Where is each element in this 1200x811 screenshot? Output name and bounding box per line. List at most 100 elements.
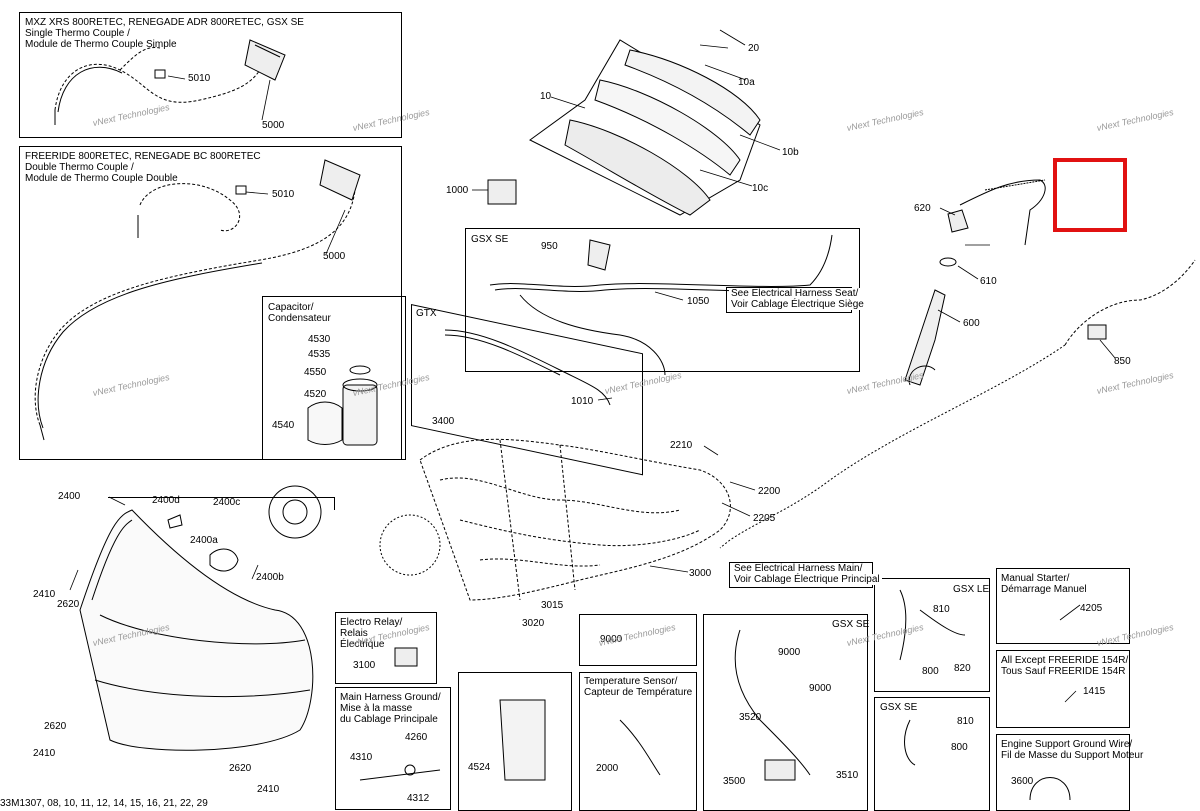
part-4260: 4260: [405, 732, 428, 743]
temp-sensor-title-1: Temperature Sensor/: [584, 676, 678, 687]
part-810: 810: [957, 716, 974, 727]
seat-harness-reference-2: Voir Cablage Électrique Siège: [729, 299, 866, 310]
double-thermocouple-title-1: FREERIDE 800RETEC, RENEGADE BC 800RETEC: [25, 151, 261, 162]
part-800: 800: [951, 742, 968, 753]
part-2620: 2620: [44, 721, 67, 732]
part-10: 10: [540, 91, 552, 102]
part-1000: 1000: [446, 185, 469, 196]
part-2620: 2620: [57, 599, 80, 610]
part-950: 950: [541, 241, 558, 252]
part-2620: 2620: [229, 763, 252, 774]
part-20: 20: [748, 43, 760, 54]
part-2410: 2410: [33, 748, 56, 759]
double-thermocouple-title-3: Module de Thermo Couple Double: [25, 173, 178, 184]
part-5000: 5000: [323, 251, 346, 262]
single-thermocouple-title-2: Single Thermo Couple /: [25, 28, 130, 39]
part-800: 800: [922, 666, 939, 677]
part-4310: 4310: [350, 752, 373, 763]
part-1010: 1010: [571, 396, 594, 407]
part-820: 820: [954, 663, 971, 674]
headlight: [79, 485, 441, 751]
main-ground-title-2: Mise à la masse: [340, 703, 413, 714]
manual-starter-title-2: Démarrage Manuel: [1001, 584, 1087, 595]
part-4520: 4520: [304, 389, 327, 400]
part-3015: 3015: [541, 600, 564, 611]
part-1415: 1415: [1083, 686, 1106, 697]
tether-cord: [904, 179, 1046, 386]
part-2410: 2410: [257, 784, 280, 795]
part-2210: 2210: [670, 440, 693, 451]
engine-support-title-1: Engine Support Ground Wire/: [1001, 739, 1133, 750]
part-10a: 10a: [738, 77, 755, 88]
gsx-le-box: [874, 578, 990, 692]
single-thermocouple-title-3: Module de Thermo Couple Simple: [25, 39, 177, 50]
part-610: 610: [980, 276, 997, 287]
gsx-se-small-title: GSX SE: [880, 702, 918, 713]
single-thermocouple-title-1: MXZ XRS 800RETEC, RENEGADE ADR 800RETEC,…: [25, 17, 304, 28]
electro-relay-title-1: Electro Relay/: [340, 617, 403, 628]
part-3100: 3100: [353, 660, 376, 671]
capacitor-box: [262, 296, 406, 460]
manual-starter-title-1: Manual Starter/: [1001, 573, 1070, 584]
double-thermocouple-box: [19, 146, 402, 460]
part-3520: 3520: [739, 712, 762, 723]
headlight-bracket-frame: [108, 497, 335, 510]
part-2400b: 2400b: [256, 572, 284, 583]
part-5010: 5010: [188, 73, 211, 84]
electro-relay-title-2: Relais: [340, 628, 368, 639]
main-harness: [419, 438, 731, 601]
main-ground-title-3: du Cablage Principale: [340, 714, 438, 725]
all-except-box: [996, 650, 1130, 728]
double-thermocouple-harness: [34, 159, 361, 441]
gsx-le-title: GSX LE: [953, 584, 990, 595]
part-850: 850: [1114, 356, 1131, 367]
part-3400: 3400: [432, 416, 455, 427]
electro-relay-title-3: Électrique: [340, 639, 385, 650]
part-2200: 2200: [758, 486, 781, 497]
highlight-rectangle: [1053, 158, 1127, 232]
seat-harness-reference-1: See Electrical Harness Seat/: [729, 288, 861, 299]
part-2400c: 2400c: [213, 497, 241, 508]
main-ground-title-1: Main Harness Ground/: [340, 692, 441, 703]
electro-relay-box: [335, 612, 437, 684]
part-2400d: 2400d: [152, 495, 180, 506]
part-3600: 3600: [1011, 776, 1034, 787]
part-3000: 3000: [689, 568, 712, 579]
part-620: 620: [914, 203, 931, 214]
part-5000: 5000: [262, 120, 285, 131]
part-5010: 5010: [272, 189, 295, 200]
gsx-se-small-box: [874, 697, 990, 811]
part-2410: 2410: [33, 589, 56, 600]
part-2205: 2205: [753, 513, 776, 524]
part-3020: 3020: [522, 618, 545, 629]
part-10c: 10c: [752, 183, 769, 194]
part-1050: 1050: [687, 296, 710, 307]
part-4312: 4312: [407, 793, 430, 804]
main-ground-box: [335, 687, 451, 810]
single-thermocouple-box: [19, 12, 402, 138]
part-9000: 9000: [809, 683, 832, 694]
part-3510: 3510: [836, 770, 859, 781]
part-2000: 2000: [596, 763, 619, 774]
part-3500: 3500: [723, 776, 746, 787]
part-9000: 9000: [600, 634, 623, 645]
single-thermocouple-harness: [54, 39, 286, 125]
part-4550: 4550: [304, 367, 327, 378]
main-harness-reference-1: See Electrical Harness Main/: [732, 563, 865, 574]
part-2400: 2400: [58, 491, 81, 502]
capacitor-title-1: Capacitor/: [268, 302, 314, 313]
capacitor-title-2: Condensateur: [268, 313, 331, 324]
part-4524: 4524: [468, 762, 491, 773]
all-except-title-1: All Except FREERIDE 154R/: [1001, 655, 1129, 666]
engine-support-title-2: Fil de Masse du Support Moteur: [1001, 750, 1144, 761]
diagram-reference-footer: 33M1307, 08, 10, 11, 12, 14, 15, 16, 21,…: [0, 798, 208, 809]
part-4205: 4205: [1080, 603, 1103, 614]
part-4535: 4535: [308, 349, 331, 360]
double-thermocouple-title-2: Double Thermo Couple /: [25, 162, 134, 173]
gsx-se-top-title: GSX SE: [471, 234, 509, 245]
gsx-se-bottom-title: GSX SE: [832, 619, 870, 630]
gtx-title: GTX: [416, 308, 437, 319]
main-harness-reference-2: Voir Cablage Électrique Principal: [732, 574, 882, 585]
part-810: 810: [933, 604, 950, 615]
part-600: 600: [963, 318, 980, 329]
